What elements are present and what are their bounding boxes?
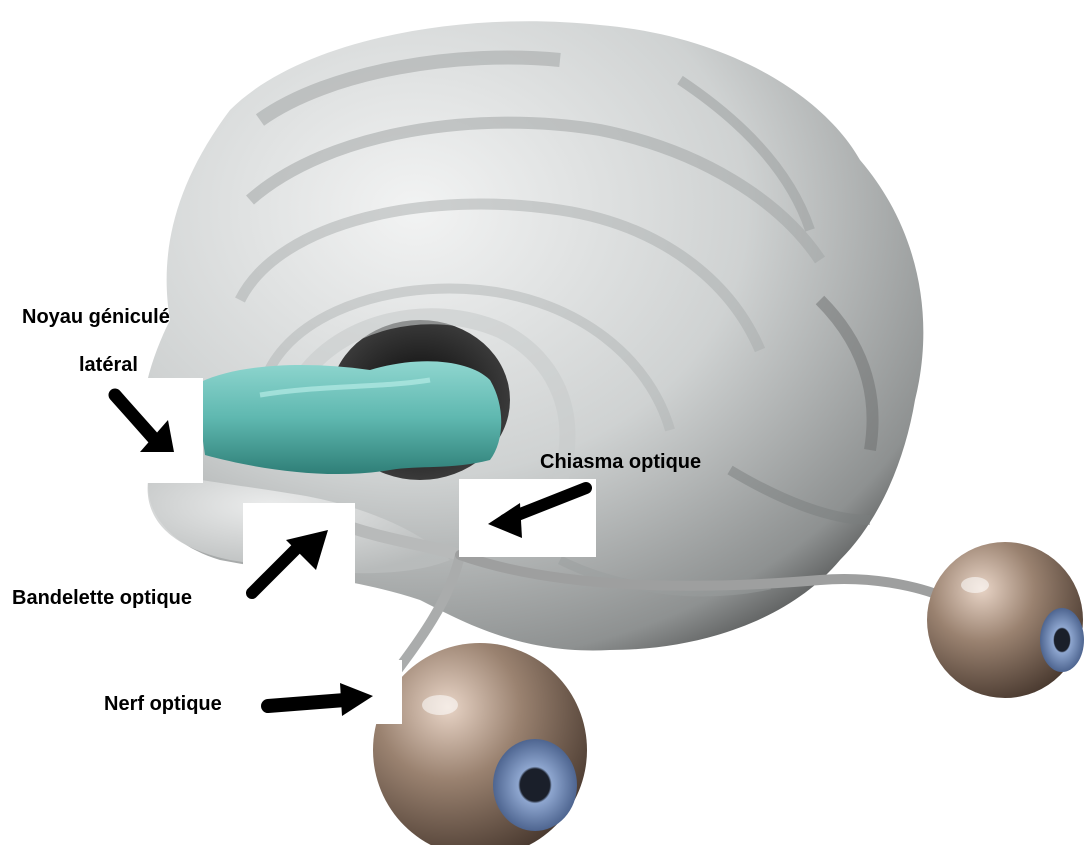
- label-nerve: Nerf optique: [104, 694, 222, 714]
- label-patch-tract: [243, 503, 355, 603]
- label-patch-lgn: [133, 378, 203, 483]
- label-lgn-line2: latéral: [79, 355, 138, 375]
- lateral-geniculate-nucleus: [195, 361, 501, 474]
- eyeball-right: [927, 542, 1084, 698]
- label-tract: Bandelette optique: [12, 588, 192, 608]
- label-chiasm: Chiasma optique: [540, 452, 701, 472]
- eyeball-left: [373, 643, 587, 845]
- label-patch-nerve: [260, 660, 402, 724]
- label-patch-chiasm: [459, 479, 596, 557]
- label-lgn-line1: Noyau géniculé: [22, 307, 170, 327]
